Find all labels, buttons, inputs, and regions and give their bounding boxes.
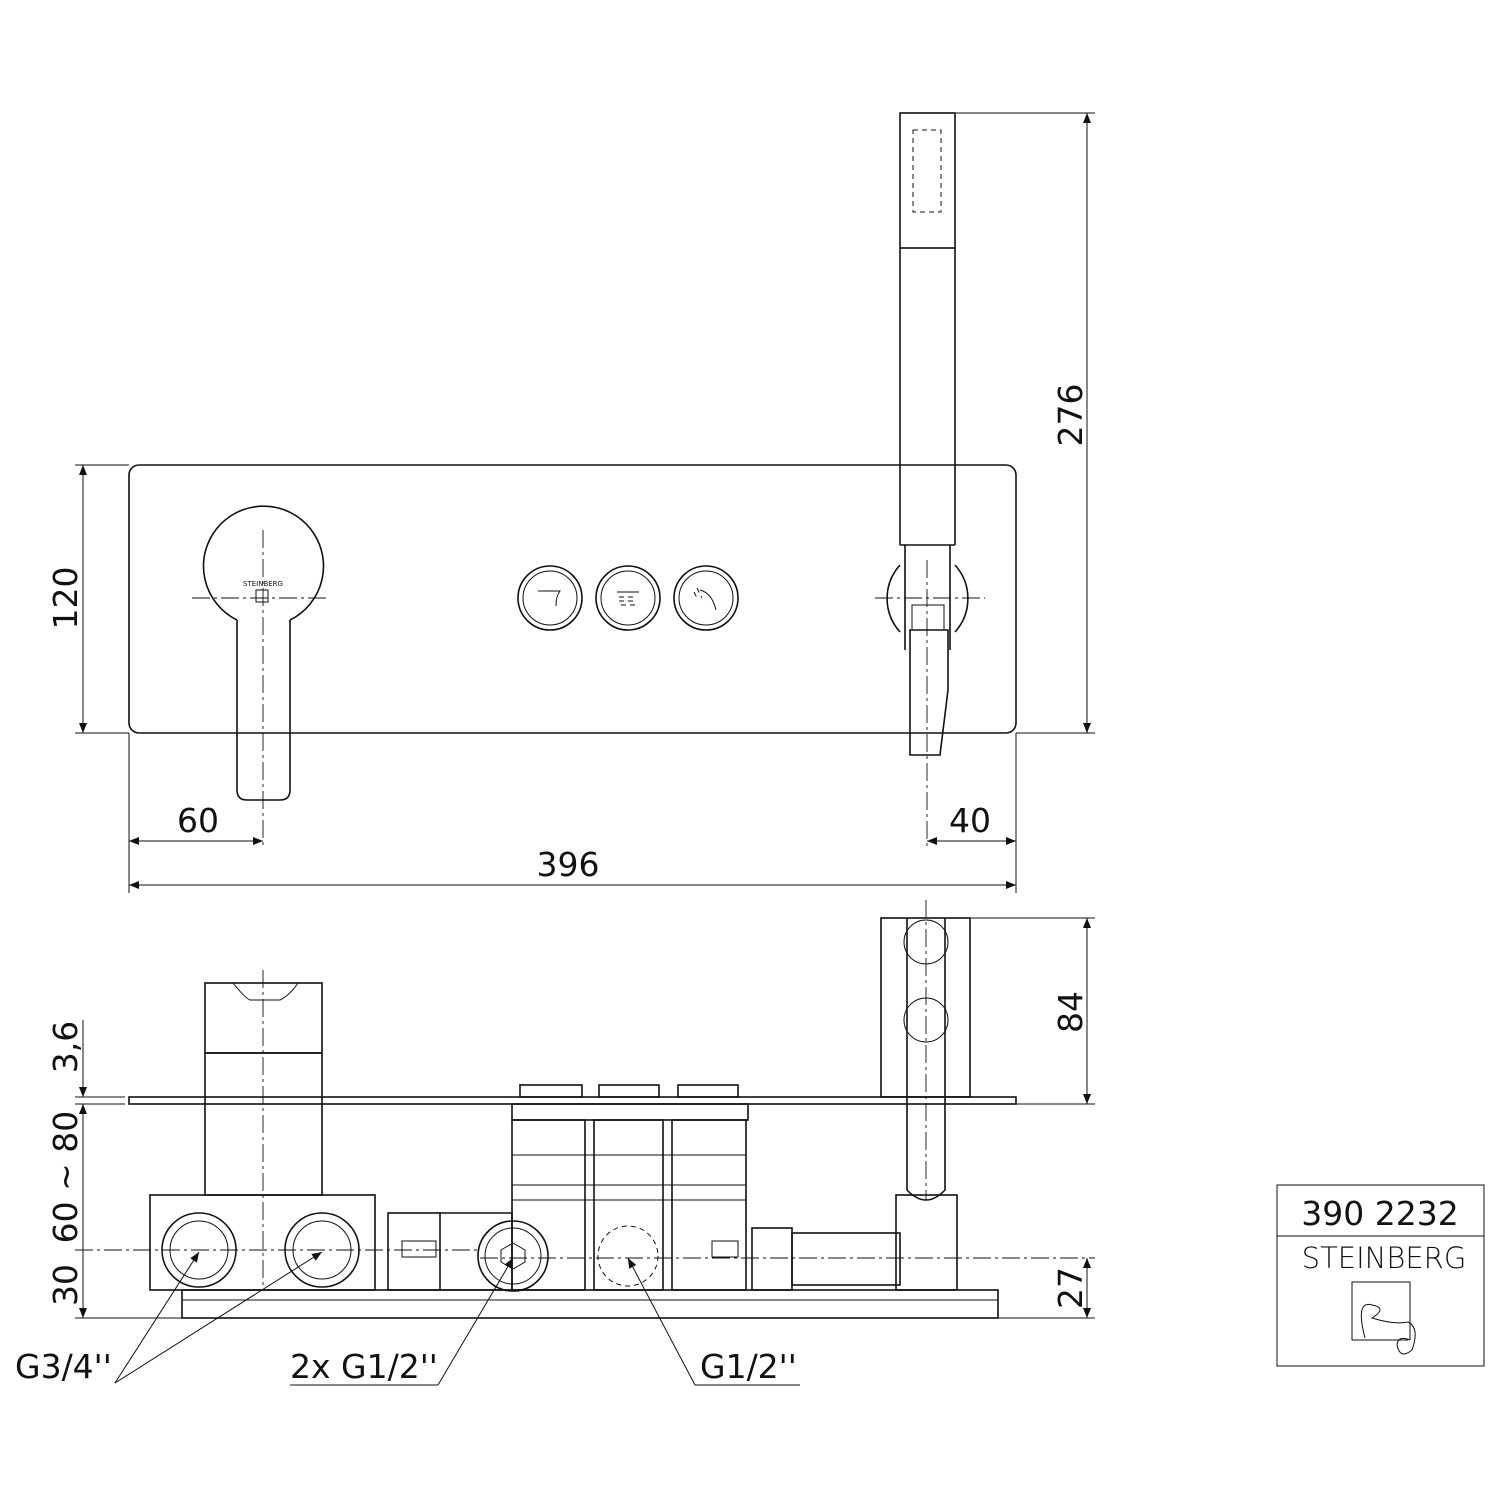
button-spout bbox=[517, 565, 583, 631]
button-hand-shower bbox=[673, 565, 739, 631]
connections-label: 2x G1/2'' bbox=[290, 1347, 438, 1386]
dimension-120: 120 bbox=[46, 464, 129, 734]
title-block: 390 2232 STEINBERG bbox=[1276, 1184, 1485, 1367]
dimension-label: 40 bbox=[949, 801, 991, 840]
dimension-label: 120 bbox=[46, 567, 85, 630]
dimension-label: 3,6 bbox=[46, 1021, 85, 1073]
front-view: STEINBERG 276 120 bbox=[46, 112, 1095, 893]
diverter-buttons bbox=[517, 565, 739, 631]
article-number: 390 2232 bbox=[1301, 1194, 1458, 1233]
leader-connections: 2x G1/2'' bbox=[290, 1257, 514, 1386]
dimension-label: 84 bbox=[1051, 991, 1090, 1033]
inlets-label: G3/4'' bbox=[15, 1347, 112, 1386]
mixer-brand-label: STEINBERG bbox=[243, 580, 283, 588]
dimension-label: 396 bbox=[537, 845, 600, 884]
dimension-60: 60 bbox=[129, 801, 263, 845]
dimension-label: 30 bbox=[46, 1264, 85, 1306]
hand-shower bbox=[875, 112, 985, 848]
leader-outlet: G1/2'' bbox=[627, 1257, 800, 1386]
button-overhead-shower bbox=[595, 565, 661, 631]
outlet-label: G1/2'' bbox=[700, 1347, 797, 1386]
dimension-label: 27 bbox=[1051, 1267, 1090, 1309]
left-dimensions: 3,6 60 ~ 80 30 bbox=[46, 1020, 182, 1319]
side-plate bbox=[128, 1096, 1017, 1105]
dimension-label: 276 bbox=[1051, 384, 1090, 447]
dimension-label: 60 ~ 80 bbox=[46, 1111, 85, 1244]
wall-plate bbox=[128, 464, 1017, 734]
dimension-40: 40 bbox=[927, 801, 1016, 845]
mixer-lever: STEINBERG bbox=[192, 505, 330, 848]
dimension-27: 27 bbox=[998, 1258, 1095, 1319]
side-view: 84 27 3,6 60 ~ 80 30 G3/4'' 2x G1/2'' bbox=[15, 900, 1095, 1386]
dimension-label: 60 bbox=[177, 801, 219, 840]
dimension-396: 396 bbox=[129, 845, 1016, 889]
leader-inlets: G3/4'' bbox=[15, 1251, 323, 1386]
brand-name: STEINBERG bbox=[1302, 1241, 1467, 1275]
dimension-276: 276 bbox=[955, 112, 1095, 734]
dimension-84: 84 bbox=[926, 917, 1095, 1105]
brand-logo-icon bbox=[1351, 1281, 1416, 1355]
